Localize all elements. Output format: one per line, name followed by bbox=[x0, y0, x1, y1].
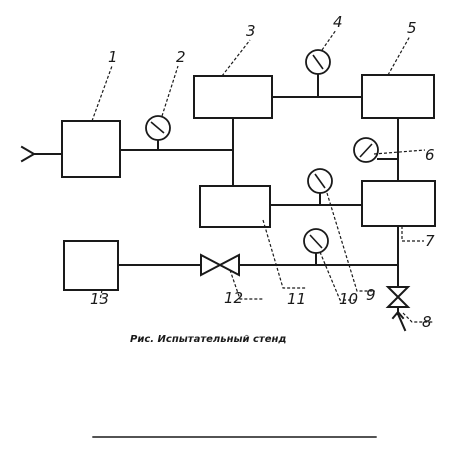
gauge-6 bbox=[353, 137, 379, 163]
valve-12 bbox=[200, 253, 240, 277]
label-6: 6 bbox=[425, 146, 435, 164]
valve-8 bbox=[385, 286, 411, 308]
gauge-stems bbox=[157, 73, 399, 266]
box-7 bbox=[361, 180, 436, 227]
gauge-2 bbox=[145, 115, 171, 141]
box-1 bbox=[61, 120, 121, 178]
label-10: 10 bbox=[339, 290, 358, 308]
label-12: 12 bbox=[224, 289, 243, 307]
leader-lines bbox=[91, 29, 434, 323]
figure-caption: Рис. Испытательный стенд bbox=[130, 334, 287, 345]
box-5 bbox=[361, 74, 435, 119]
label-1: 1 bbox=[108, 48, 118, 66]
label-7: 7 bbox=[425, 232, 435, 250]
box-13 bbox=[63, 240, 119, 291]
box-3 bbox=[193, 75, 273, 119]
label-8: 8 bbox=[422, 313, 432, 331]
label-13: 13 bbox=[90, 290, 109, 308]
gauge-4 bbox=[305, 49, 331, 75]
label-2: 2 bbox=[176, 48, 186, 66]
gauge-10 bbox=[303, 228, 329, 254]
label-9: 9 bbox=[366, 286, 376, 304]
inlet-arrow bbox=[20, 145, 36, 163]
label-4: 4 bbox=[333, 13, 343, 31]
box-11 bbox=[199, 185, 271, 228]
gauge-9 bbox=[307, 168, 333, 194]
label-3: 3 bbox=[246, 22, 256, 40]
label-5: 5 bbox=[407, 19, 417, 37]
label-11: 11 bbox=[287, 290, 306, 308]
outlet-arrow bbox=[391, 310, 407, 332]
